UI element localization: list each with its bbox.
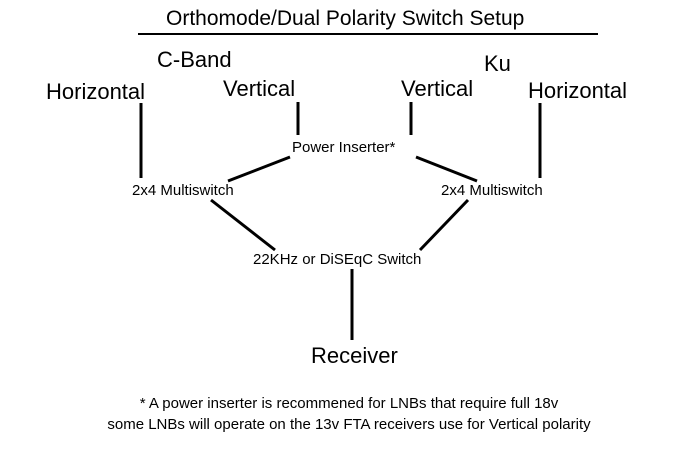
cband-vertical-label: Vertical bbox=[223, 76, 296, 101]
ku-vertical-label: Vertical bbox=[401, 76, 474, 101]
line-left-multiswitch-to-switch bbox=[210, 198, 276, 252]
line-power-inserter-to-right-multiswitch bbox=[415, 155, 478, 183]
title-underline bbox=[138, 33, 598, 35]
receiver-label: Receiver bbox=[311, 343, 398, 368]
line-right-multiswitch-to-switch bbox=[418, 198, 470, 252]
footnote-line-2: some LNBs will operate on the 13v FTA re… bbox=[107, 416, 591, 433]
ku-horizontal-label: Horizontal bbox=[528, 78, 628, 103]
line-power-inserter-to-left-multiswitch bbox=[227, 155, 291, 183]
right-multiswitch-label: 2x4 Multiswitch bbox=[441, 182, 543, 199]
switch-label: 22KHz or DiSEqC Switch bbox=[253, 251, 422, 268]
power-inserter-label: Power Inserter* bbox=[292, 139, 396, 156]
cband-horizontal-label: Horizontal bbox=[46, 79, 146, 104]
cband-group-label: C-Band bbox=[157, 47, 232, 72]
footnote-line-1: * A power inserter is recommened for LNB… bbox=[139, 395, 559, 412]
ku-group-label: Ku bbox=[484, 51, 511, 76]
left-multiswitch-label: 2x4 Multiswitch bbox=[132, 182, 234, 199]
diagram-title: Orthomode/Dual Polarity Switch Setup bbox=[166, 7, 525, 30]
